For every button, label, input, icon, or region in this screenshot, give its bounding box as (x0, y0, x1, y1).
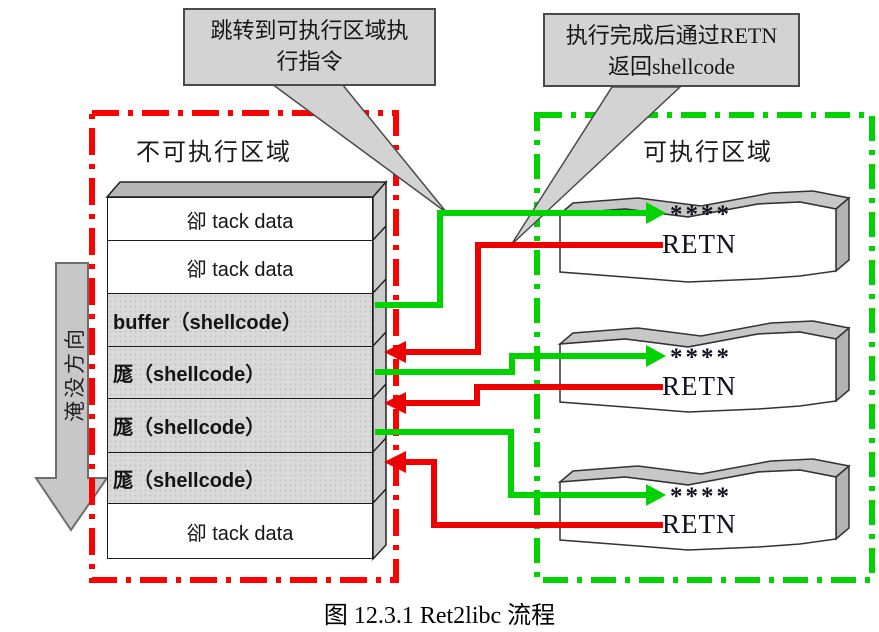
green-arrow-2 (375, 345, 666, 375)
code-block-1-retn: RETN (662, 229, 737, 259)
callout-return-via-retn: 执行完成后通过RETN 返回shellcode (543, 13, 800, 87)
executable-region-label: 可执行区域 (643, 140, 773, 166)
callout-2-line-2: 返回shellcode (607, 54, 736, 79)
callout-2-line-1: 执行完成后通过RETN (565, 23, 778, 48)
stack-row-1: 卻 tack data (107, 197, 373, 241)
overflow-direction-label: 淹没方向 (63, 326, 87, 422)
green-arrow-1 (375, 202, 666, 308)
stack-row-2: 卻 tack data (107, 239, 373, 295)
stack-row-4: 厖（shellcode） (107, 345, 373, 400)
stack-row-3: buffer（shellcode） (107, 293, 373, 347)
red-arrow-2 (384, 384, 663, 414)
code-block-3-stars: **** (670, 483, 732, 510)
stack-row-6: 厖（shellcode） (107, 451, 373, 505)
green-arrow-3 (375, 429, 666, 506)
code-block-2-stars: **** (670, 344, 732, 371)
red-arrow-1 (384, 242, 663, 363)
non-executable-region-label: 不可执行区域 (136, 140, 292, 166)
callout-1-line-1: 跳转到可执行区域执 (210, 18, 409, 43)
stack-row-7: 卻 tack data (107, 503, 373, 559)
code-block-2-retn: RETN (662, 371, 737, 401)
code-block-1-stars: **** (670, 201, 732, 228)
red-arrow-3 (384, 451, 663, 528)
callout-jump-to-executable: 跳转到可执行区域执 行指令 (183, 8, 436, 86)
figure-caption: 图 12.3.1 Ret2libc 流程 (323, 603, 556, 629)
callout-1-line-2: 行指令 (276, 49, 343, 74)
code-block-3-retn: RETN (662, 509, 737, 539)
stack-row-5: 厖（shellcode） (107, 398, 373, 453)
